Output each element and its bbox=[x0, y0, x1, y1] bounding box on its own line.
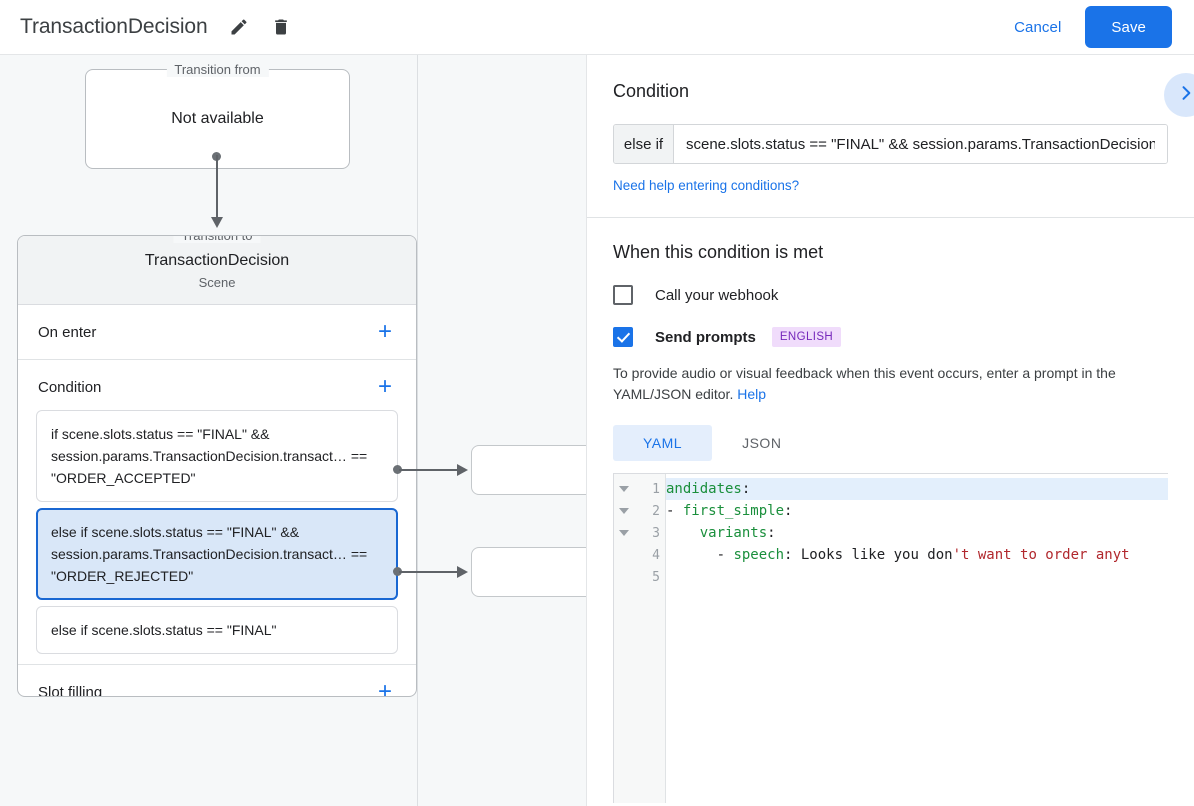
condition-detail-panel: Condition else if Need help entering con… bbox=[586, 55, 1194, 806]
branch-dot-accepted bbox=[393, 465, 402, 474]
delete-button[interactable] bbox=[264, 10, 298, 44]
send-prompts-label: Send prompts bbox=[655, 328, 756, 346]
branch-line-accepted bbox=[399, 469, 461, 471]
code-token: : bbox=[784, 503, 793, 519]
editor-format-tabs: YAML JSON bbox=[613, 425, 1168, 461]
condition-editor-section: Condition else if Need help entering con… bbox=[587, 55, 1194, 217]
condition-input-row[interactable]: else if bbox=[613, 124, 1168, 164]
condition-card[interactable]: if scene.slots.status == "FINAL" && sess… bbox=[36, 410, 398, 502]
page-title: TransactionDecision bbox=[20, 15, 208, 38]
condition-expression-input[interactable] bbox=[674, 125, 1167, 163]
editor-line-number: 3 bbox=[614, 522, 665, 544]
code-token bbox=[666, 525, 700, 541]
branch-line-rejected bbox=[399, 571, 461, 573]
fold-triangle-icon[interactable] bbox=[619, 508, 629, 514]
pencil-icon bbox=[229, 17, 249, 37]
condition-card[interactable]: else if scene.slots.status == "FINAL" bbox=[36, 606, 398, 654]
chevron-right-icon bbox=[1176, 83, 1194, 108]
code-token: - bbox=[666, 503, 683, 519]
transition-from-value: Not available bbox=[171, 110, 264, 127]
editor-line-number: 1 bbox=[614, 478, 665, 500]
trash-icon bbox=[271, 17, 291, 37]
tab-yaml[interactable]: YAML bbox=[613, 425, 713, 461]
code-token: andidates bbox=[666, 481, 742, 497]
editor-vertical-scrollbar[interactable] bbox=[1165, 474, 1168, 803]
scene-name: TransactionDecision bbox=[144, 252, 290, 269]
editor-code-line[interactable]: - speech: Looks like you don't want to o… bbox=[666, 544, 1168, 566]
condition-help-link[interactable]: Need help entering conditions? bbox=[613, 178, 800, 193]
transition-to-box: Transition to TransactionDecision Scene … bbox=[17, 235, 417, 697]
call-webhook-row[interactable]: Call your webhook bbox=[613, 285, 1168, 305]
code-token: Looks like you don bbox=[800, 547, 953, 563]
fold-triangle-icon[interactable] bbox=[619, 486, 629, 492]
code-token: - bbox=[666, 547, 734, 563]
fold-triangle-icon[interactable] bbox=[619, 530, 629, 536]
when-condition-met-heading: When this condition is met bbox=[613, 242, 824, 262]
branch-arrowhead-rejected bbox=[457, 566, 468, 578]
branch-dot-rejected bbox=[393, 567, 402, 576]
transition-from-legend: Transition from bbox=[166, 62, 269, 77]
section-condition: Condition + if scene.slots.status == "FI… bbox=[18, 360, 416, 665]
scene-type: Scene bbox=[198, 275, 236, 290]
send-prompts-checkbox[interactable] bbox=[613, 327, 633, 347]
call-webhook-label: Call your webhook bbox=[655, 286, 779, 304]
branch-target-rejected[interactable] bbox=[471, 547, 586, 597]
add-slot-filling-button[interactable]: + bbox=[377, 678, 392, 697]
editor-code-line[interactable]: andidates: bbox=[666, 478, 1168, 500]
transition-to-legend: Transition to bbox=[173, 236, 261, 243]
scene-graph-canvas[interactable]: Transition from Not available Transition… bbox=[0, 55, 586, 806]
editor-code-line[interactable]: variants: bbox=[666, 522, 1168, 544]
prompt-help-link[interactable]: Help bbox=[737, 386, 767, 402]
prompt-helper-text: To provide audio or visual feedback when… bbox=[613, 363, 1168, 405]
connector-arrowhead-down bbox=[211, 217, 223, 228]
edit-button[interactable] bbox=[222, 10, 256, 44]
condition-prefix-label: else if bbox=[614, 125, 674, 163]
code-token: first_simple bbox=[682, 503, 785, 519]
code-token: : bbox=[784, 547, 801, 563]
editor-line-number: 4 bbox=[652, 547, 660, 563]
editor-line-number: 5 bbox=[652, 569, 660, 585]
tab-json[interactable]: JSON bbox=[742, 435, 782, 451]
section-title-slot-filling: Slot filling bbox=[38, 683, 103, 697]
code-token: 't want to order anyt bbox=[952, 547, 1130, 563]
editor-code-line[interactable] bbox=[666, 566, 1168, 588]
section-title-condition: Condition bbox=[38, 378, 102, 396]
prompt-helper-sentence: To provide audio or visual feedback when… bbox=[613, 365, 1116, 402]
code-token: : bbox=[767, 525, 776, 541]
code-token: : bbox=[741, 481, 751, 497]
expand-panel-button[interactable] bbox=[1164, 73, 1194, 117]
section-header-condition: Condition + bbox=[18, 360, 416, 404]
condition-card[interactable]: else if scene.slots.status == "FINAL" &&… bbox=[36, 508, 398, 600]
condition-panel-heading: Condition bbox=[613, 81, 690, 101]
call-webhook-checkbox[interactable] bbox=[613, 285, 633, 305]
section-slot-filling: Slot filling + Slot validation bbox=[18, 665, 416, 697]
editor-line-number: 2 bbox=[614, 500, 665, 522]
add-on-enter-button[interactable]: + bbox=[377, 318, 392, 345]
send-prompts-row[interactable]: Send prompts ENGLISH bbox=[613, 327, 1168, 347]
section-on-enter: On enter + bbox=[18, 305, 416, 360]
connector-line-vertical bbox=[216, 155, 218, 225]
section-title-on-enter: On enter bbox=[38, 323, 97, 341]
when-condition-met-section: When this condition is met Call your web… bbox=[587, 218, 1194, 803]
code-token: variants bbox=[699, 525, 768, 541]
branch-arrowhead-accepted bbox=[457, 464, 468, 476]
editor-code-area[interactable]: andidates:- first_simple: variants: - sp… bbox=[666, 474, 1168, 803]
cancel-button[interactable]: Cancel bbox=[998, 9, 1077, 46]
code-token: speech bbox=[733, 547, 785, 563]
canvas-guide-line bbox=[417, 55, 418, 806]
language-badge: ENGLISH bbox=[771, 327, 842, 347]
add-condition-button[interactable]: + bbox=[377, 373, 392, 400]
scene-header: TransactionDecision Scene bbox=[18, 236, 416, 305]
branch-target-accepted[interactable] bbox=[471, 445, 586, 495]
section-header-on-enter: On enter + bbox=[18, 305, 416, 349]
top-app-bar: TransactionDecision Cancel Save bbox=[0, 0, 1194, 55]
panel-divider bbox=[587, 217, 1194, 218]
section-header-slot-filling: Slot filling + bbox=[18, 665, 416, 697]
save-button[interactable]: Save bbox=[1085, 6, 1172, 48]
editor-code-line[interactable]: - first_simple: bbox=[666, 500, 1168, 522]
